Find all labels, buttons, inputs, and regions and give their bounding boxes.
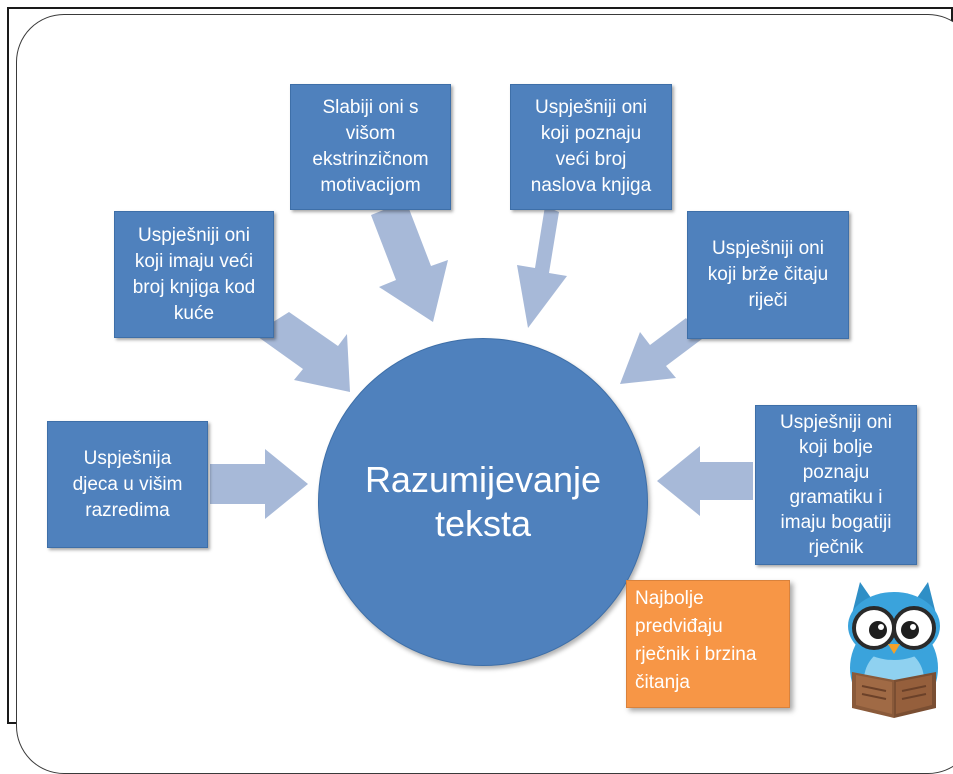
center-node: Razumijevanje teksta: [318, 338, 648, 666]
factor-node-left: Uspješnija djeca u višim razredima: [47, 421, 208, 548]
factor-node-top-right: Uspješniji oni koji poznaju veći broj na…: [510, 84, 672, 210]
arrow-top-left: [371, 201, 448, 322]
arrow-left: [210, 449, 308, 519]
arrows-layer: [210, 201, 753, 519]
arrow-right: [657, 446, 753, 516]
owl-reading-book-icon: [848, 582, 940, 718]
factor-node-right: Uspješniji oni koji bolje poznaju gramat…: [755, 405, 917, 565]
arrow-top-right: [517, 206, 567, 328]
factor-node-upper-left: Uspješniji oni koji imaju veći broj knji…: [114, 211, 274, 338]
arrow-upper-right: [620, 318, 702, 384]
summary-note: Najbolje predviđaju rječnik i brzina čit…: [626, 580, 790, 708]
arrow-upper-left: [254, 312, 350, 392]
factor-node-upper-right: Uspješniji oni koji brže čitaju riječi: [687, 211, 849, 339]
slide: Razumijevanje teksta Uspješnija djeca u …: [7, 7, 953, 774]
factor-node-top-left: Slabiji oni s višom ekstrinzičnom motiva…: [290, 84, 451, 210]
